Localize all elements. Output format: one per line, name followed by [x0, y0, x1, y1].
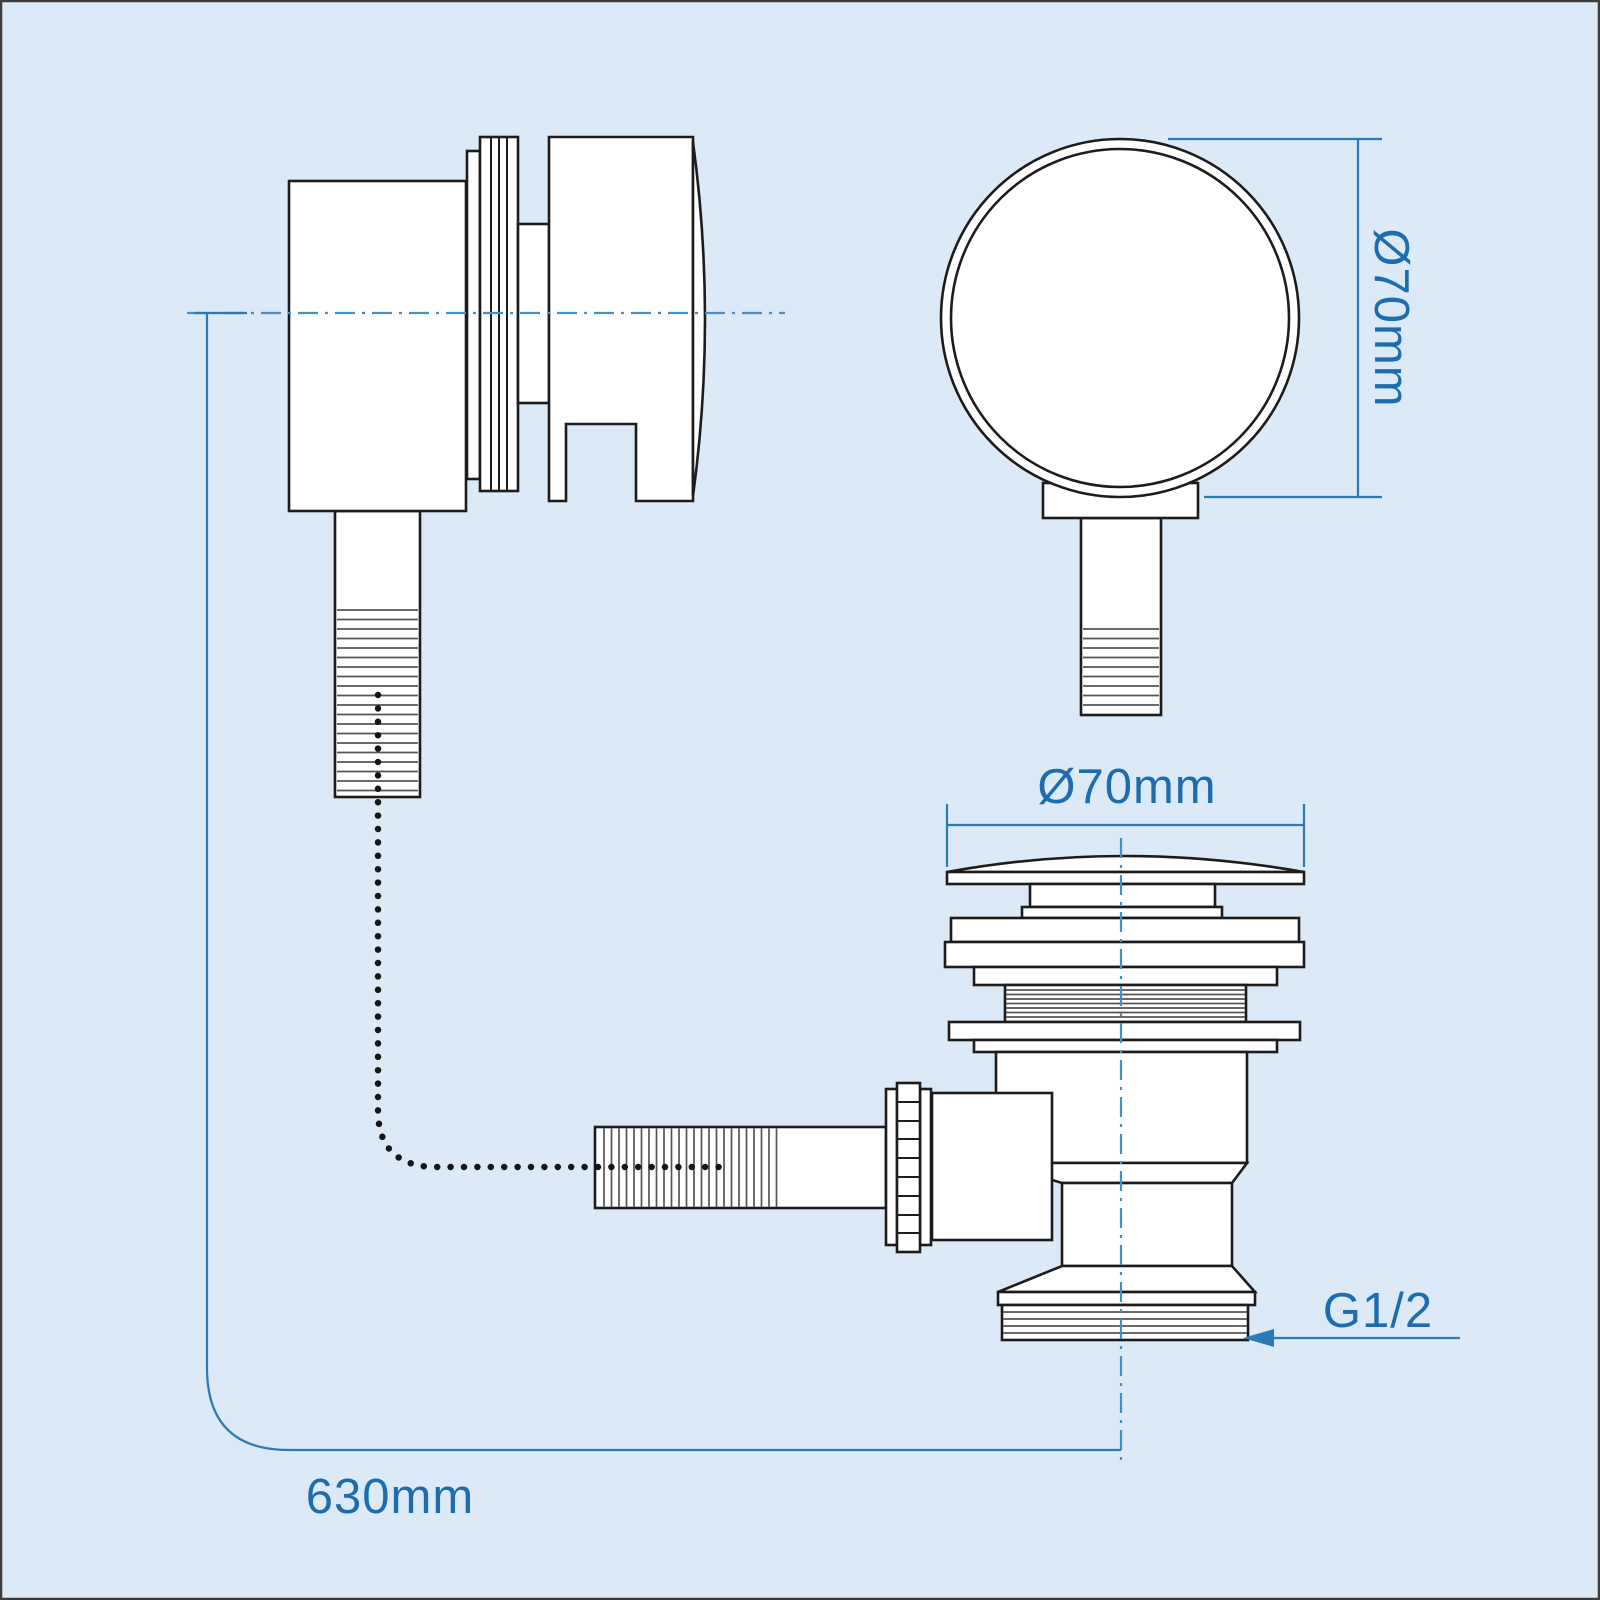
dial-inner-circle — [949, 147, 1291, 489]
waste-outlet-ring — [996, 1290, 1257, 1307]
overflow-gasket-plate — [465, 149, 482, 481]
front-diameter-label: Ø70mm — [1364, 228, 1418, 407]
connector-nut-right-plate — [918, 1087, 933, 1247]
thread-size-label: G1/2 — [1323, 1284, 1433, 1338]
waste-backnut-collar — [972, 1038, 1279, 1054]
waste-backnut-flange — [947, 1020, 1302, 1042]
waste-stem — [1028, 882, 1217, 909]
waste-seal-flange — [943, 940, 1306, 969]
connector-nut-left-plate — [884, 1087, 899, 1247]
overflow-length-label: 630mm — [306, 1470, 474, 1524]
waste-body-lower — [1060, 1181, 1234, 1268]
overflow-front-view — [939, 137, 1301, 717]
front-view-tail-pipe — [1079, 516, 1163, 717]
waste-diameter-label: Ø70mm — [1037, 760, 1216, 814]
dial-outer-circle — [939, 137, 1301, 499]
centerlines — [187, 311, 1123, 1462]
dimension-lines — [195, 137, 1460, 1452]
overflow-hose-pipe — [593, 1125, 888, 1210]
front-view-tail-thread-lines — [1083, 628, 1159, 706]
overflow-cap-face-arc — [691, 141, 707, 497]
thread-leader-arrowhead — [1243, 1329, 1274, 1347]
length-dim-path — [205, 313, 1121, 1452]
connector-nut-knurl — [895, 1081, 922, 1254]
waste-outlet-thread — [1000, 1303, 1250, 1342]
waste-dome-rim — [945, 870, 1306, 886]
waste-upper-flange — [949, 916, 1301, 944]
connector-nut-knurl-lines — [898, 1101, 919, 1234]
waste-inlet-housing — [930, 1091, 1054, 1242]
dimension-labels: Ø70mm Ø70mm G1/2 630mm — [306, 228, 1433, 1524]
waste-collar — [972, 965, 1279, 987]
waste-barrel-thread-lines — [1006, 989, 1245, 1018]
waste-dome-cap — [946, 854, 1305, 874]
overflow-body — [287, 179, 468, 513]
overflow-side-view — [287, 135, 707, 799]
overflow-tail-pipe — [333, 509, 422, 799]
waste-outlet-thread-lines — [1003, 1311, 1247, 1334]
